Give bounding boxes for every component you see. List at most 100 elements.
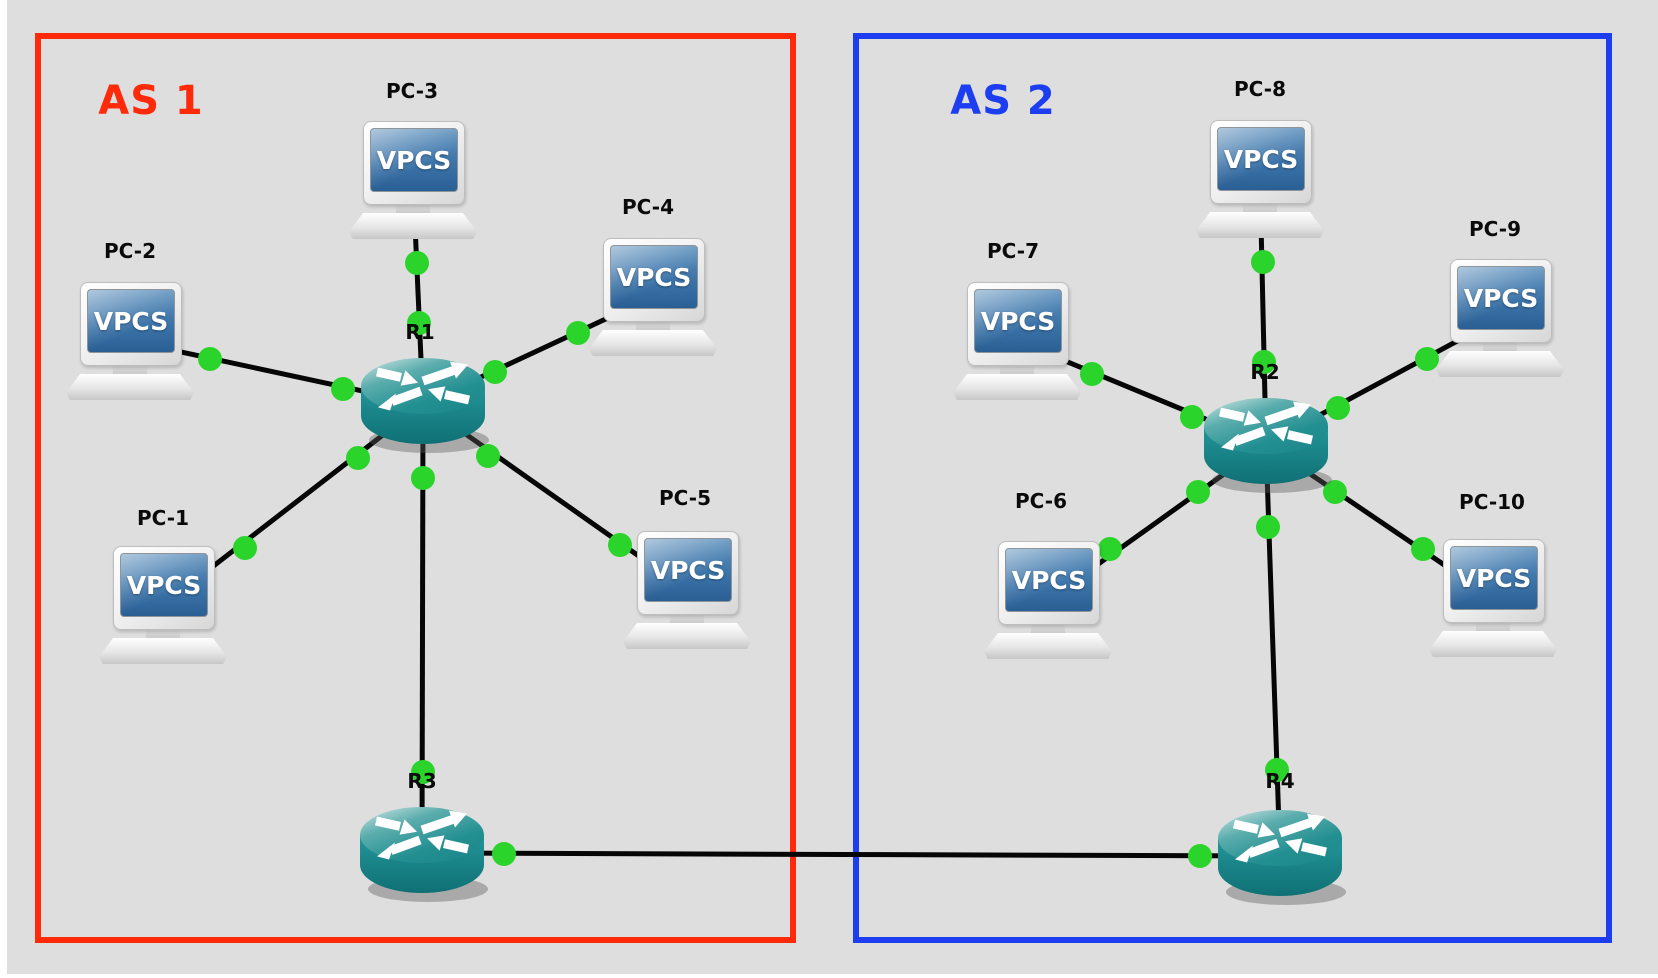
canvas-edge-left	[0, 0, 7, 978]
link-status-dot	[1411, 537, 1435, 561]
node-pc5[interactable]: VPCS	[623, 531, 751, 649]
link-status-dot	[476, 444, 500, 468]
vpcs-monitor: VPCS	[1450, 259, 1552, 343]
node-pc2[interactable]: VPCS	[66, 282, 194, 400]
link-status-dot	[198, 347, 222, 371]
vpcs-monitor: VPCS	[80, 282, 182, 366]
link-status-dot	[331, 377, 355, 401]
node-pc6[interactable]: VPCS	[984, 541, 1112, 659]
link-status-dot	[411, 760, 435, 784]
node-pc7-label: PC-7	[986, 239, 1040, 263]
node-pc9[interactable]: VPCS	[1436, 259, 1564, 377]
link-status-dot	[1326, 396, 1350, 420]
node-pc10-label: PC-10	[1459, 490, 1525, 514]
node-pc1-label: PC-1	[136, 506, 190, 530]
vpcs-screen: VPCS	[1005, 548, 1093, 612]
node-pc8-label: PC-8	[1233, 77, 1287, 101]
vpcs-screen: VPCS	[610, 245, 698, 309]
vpcs-monitor: VPCS	[603, 238, 705, 322]
vpcs-screen: VPCS	[1457, 266, 1545, 330]
link-r3-r4[interactable]	[421, 850, 1281, 859]
link-status-dot	[1251, 250, 1275, 274]
node-pc4[interactable]: VPCS	[589, 238, 717, 356]
vpcs-monitor: VPCS	[637, 531, 739, 615]
node-r3-label: R3	[407, 769, 437, 793]
node-r1[interactable]	[353, 352, 493, 456]
vpcs-screen-text: VPCS	[376, 145, 452, 175]
vpcs-screen-text: VPCS	[126, 570, 202, 600]
vpcs-screen-text: VPCS	[616, 262, 692, 292]
vpcs-stand-base	[953, 374, 1081, 400]
link-status-dot	[1256, 515, 1280, 539]
node-pc10[interactable]: VPCS	[1429, 539, 1557, 657]
node-pc3-label: PC-3	[385, 79, 439, 103]
link-status-dot	[407, 311, 431, 335]
node-r1-label: R1	[405, 320, 435, 344]
vpcs-monitor: VPCS	[1443, 539, 1545, 623]
link-status-dot	[1323, 480, 1347, 504]
link-status-dot	[1188, 844, 1212, 868]
node-pc7[interactable]: VPCS	[953, 282, 1081, 400]
node-r3[interactable]	[352, 801, 492, 905]
as2-label[interactable]: AS 2	[950, 78, 1056, 124]
canvas-edge-bottom	[0, 974, 1658, 978]
vpcs-screen-text: VPCS	[980, 306, 1056, 336]
as1-box[interactable]	[35, 33, 796, 943]
as2-box[interactable]	[853, 33, 1612, 943]
vpcs-stand-base	[623, 623, 751, 649]
vpcs-stand-base	[99, 638, 227, 664]
vpcs-stand-base	[1196, 212, 1324, 238]
node-r2[interactable]	[1196, 392, 1336, 496]
router-icon	[360, 807, 488, 902]
vpcs-stand-base	[589, 330, 717, 356]
link-r2-r4[interactable]	[1263, 443, 1283, 857]
vpcs-screen-text: VPCS	[1463, 283, 1539, 313]
vpcs-stand-base	[984, 633, 1112, 659]
node-r4-label: R4	[1265, 769, 1295, 793]
as1-label[interactable]: AS 1	[98, 78, 204, 124]
router-icon	[361, 358, 489, 453]
vpcs-screen: VPCS	[1217, 127, 1305, 191]
vpcs-screen: VPCS	[974, 289, 1062, 353]
link-status-dot	[1080, 362, 1104, 386]
link-status-dot	[1265, 758, 1289, 782]
link-status-dot	[483, 360, 507, 384]
link-status-dot	[1252, 350, 1276, 374]
vpcs-stand-base	[66, 374, 194, 400]
node-pc1[interactable]: VPCS	[99, 546, 227, 664]
vpcs-screen-text: VPCS	[1456, 563, 1532, 593]
vpcs-stand-base	[1436, 351, 1564, 377]
link-status-dot	[1180, 405, 1204, 429]
link-status-dot	[1415, 347, 1439, 371]
link-status-dot	[411, 466, 435, 490]
link-status-dot	[566, 321, 590, 345]
vpcs-monitor: VPCS	[113, 546, 215, 630]
link-status-dot	[233, 536, 257, 560]
vpcs-screen: VPCS	[1450, 546, 1538, 610]
vpcs-monitor: VPCS	[967, 282, 1069, 366]
vpcs-monitor: VPCS	[998, 541, 1100, 625]
link-status-dot	[346, 446, 370, 470]
vpcs-screen-text: VPCS	[1011, 565, 1087, 595]
link-status-dot	[1098, 537, 1122, 561]
node-pc8[interactable]: VPCS	[1196, 120, 1324, 238]
vpcs-screen-text: VPCS	[650, 555, 726, 585]
node-pc2-label: PC-2	[103, 239, 157, 263]
vpcs-screen-text: VPCS	[1223, 144, 1299, 174]
router-icon	[1204, 398, 1332, 493]
vpcs-monitor: VPCS	[363, 121, 465, 205]
vpcs-screen: VPCS	[87, 289, 175, 353]
vpcs-screen: VPCS	[370, 128, 458, 192]
node-r2-label: R2	[1250, 360, 1280, 384]
router-icon	[1218, 810, 1346, 905]
vpcs-screen: VPCS	[120, 553, 208, 617]
link-status-dot	[1186, 480, 1210, 504]
node-pc3[interactable]: VPCS	[349, 121, 477, 239]
node-pc6-label: PC-6	[1014, 489, 1068, 513]
node-pc9-label: PC-9	[1468, 217, 1522, 241]
node-pc5-label: PC-5	[658, 486, 712, 510]
link-status-dot	[608, 533, 632, 557]
node-r4[interactable]	[1210, 804, 1350, 908]
